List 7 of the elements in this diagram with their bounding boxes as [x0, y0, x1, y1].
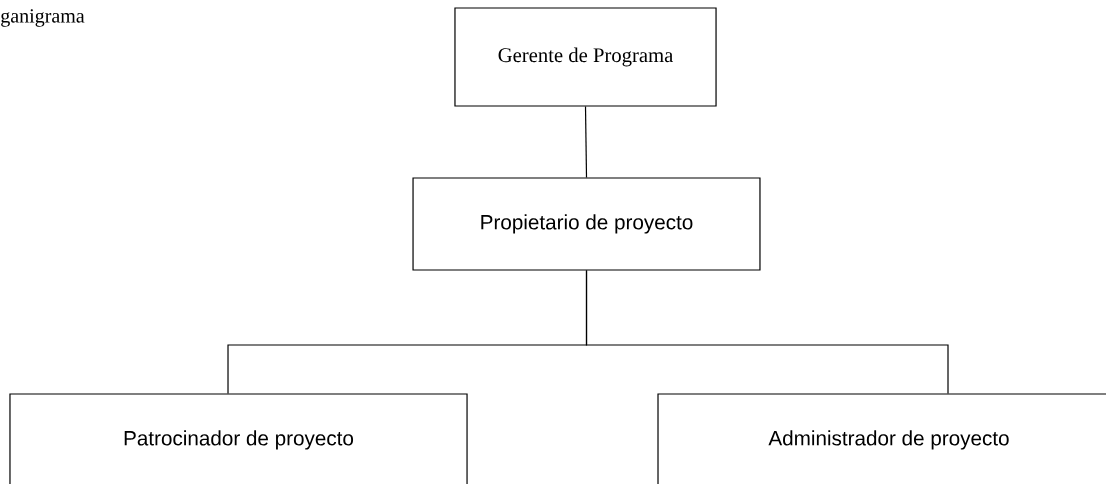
- org-box: Gerente de Programa: [454, 7, 717, 107]
- org-box: Patrocinador de proyecto: [9, 393, 468, 484]
- heading-text: ganigrama: [1, 9, 85, 27]
- org-box: Propietario de proyecto: [412, 177, 761, 271]
- connector-line: [584, 106, 588, 178]
- connector-line: [585, 270, 949, 394]
- org-box: Administrador de proyecto: [657, 393, 1106, 484]
